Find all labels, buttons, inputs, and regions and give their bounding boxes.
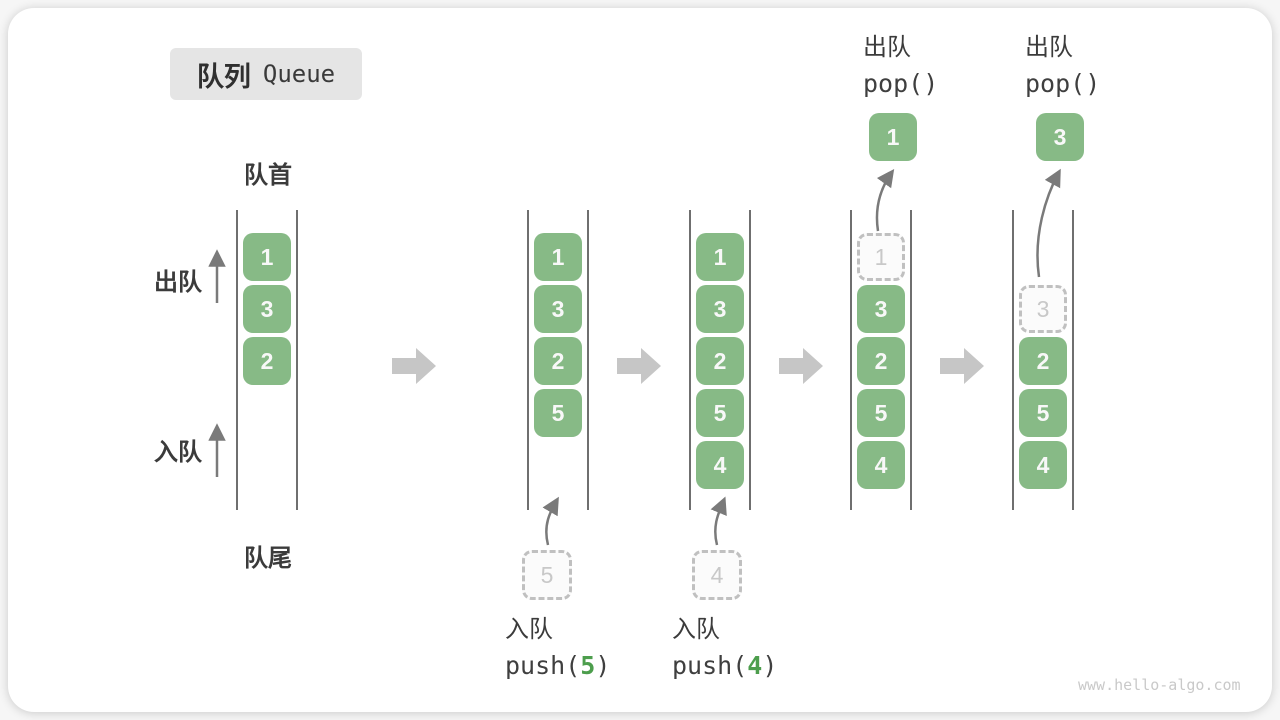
push4-annotation: 入队 push(4) [672, 612, 777, 684]
queue-block: 2 [534, 337, 582, 385]
push4-label: 入队 [672, 616, 720, 643]
title-box: 队列 Queue [170, 48, 362, 100]
pop1-code: pop() [863, 69, 939, 98]
push4-code: push(4) [672, 651, 778, 680]
queue-block: 1 [696, 233, 744, 281]
push5-code: push(5) [505, 651, 611, 680]
pop3-code: pop() [1025, 69, 1101, 98]
queue-block: 3 [534, 285, 582, 333]
queue-front-label: 队首 [244, 162, 292, 189]
watermark: www.hello-algo.com [1078, 676, 1241, 694]
queue-state-5: 3 2 5 4 [1012, 210, 1074, 510]
queue-block: 4 [857, 441, 905, 489]
queue-block: 1 [534, 233, 582, 281]
queue-block: 3 [243, 285, 291, 333]
queue-block: 5 [696, 389, 744, 437]
queue-block: 2 [857, 337, 905, 385]
push5-label: 入队 [505, 616, 553, 643]
queue-ghost-block: 3 [1019, 285, 1067, 333]
queue-state-1: 1 3 2 [236, 210, 298, 510]
figure-card [8, 8, 1272, 712]
queue-state-4: 1 3 2 5 4 [850, 210, 912, 510]
queue-block: 4 [696, 441, 744, 489]
popped-block: 1 [869, 113, 917, 161]
pop3-label: 出队 [1025, 34, 1073, 61]
enqueue-side-label: 入队 [154, 439, 202, 466]
queue-block: 5 [857, 389, 905, 437]
pop1-annotation: 出队 pop() [863, 30, 938, 102]
queue-block: 2 [243, 337, 291, 385]
queue-block: 4 [1019, 441, 1067, 489]
staged-push-box: 5 [522, 550, 572, 600]
queue-block: 2 [696, 337, 744, 385]
queue-block: 3 [696, 285, 744, 333]
pop1-label: 出队 [863, 34, 911, 61]
queue-block: 1 [243, 233, 291, 281]
queue-block: 3 [857, 285, 905, 333]
staged-push-box: 4 [692, 550, 742, 600]
queue-rear-label: 队尾 [244, 545, 292, 572]
queue-state-2: 1 3 2 5 [527, 210, 589, 510]
queue-block: 2 [1019, 337, 1067, 385]
pop3-annotation: 出队 pop() [1025, 30, 1100, 102]
queue-block: 5 [1019, 389, 1067, 437]
queue-state-3: 1 3 2 5 4 [689, 210, 751, 510]
queue-ghost-block: 1 [857, 233, 905, 281]
dequeue-side-label: 出队 [154, 269, 202, 296]
push5-annotation: 入队 push(5) [505, 612, 610, 684]
popped-block: 3 [1036, 113, 1084, 161]
title-zh: 队列 [196, 61, 251, 92]
queue-block: 5 [534, 389, 582, 437]
title-en: Queue [262, 60, 336, 88]
